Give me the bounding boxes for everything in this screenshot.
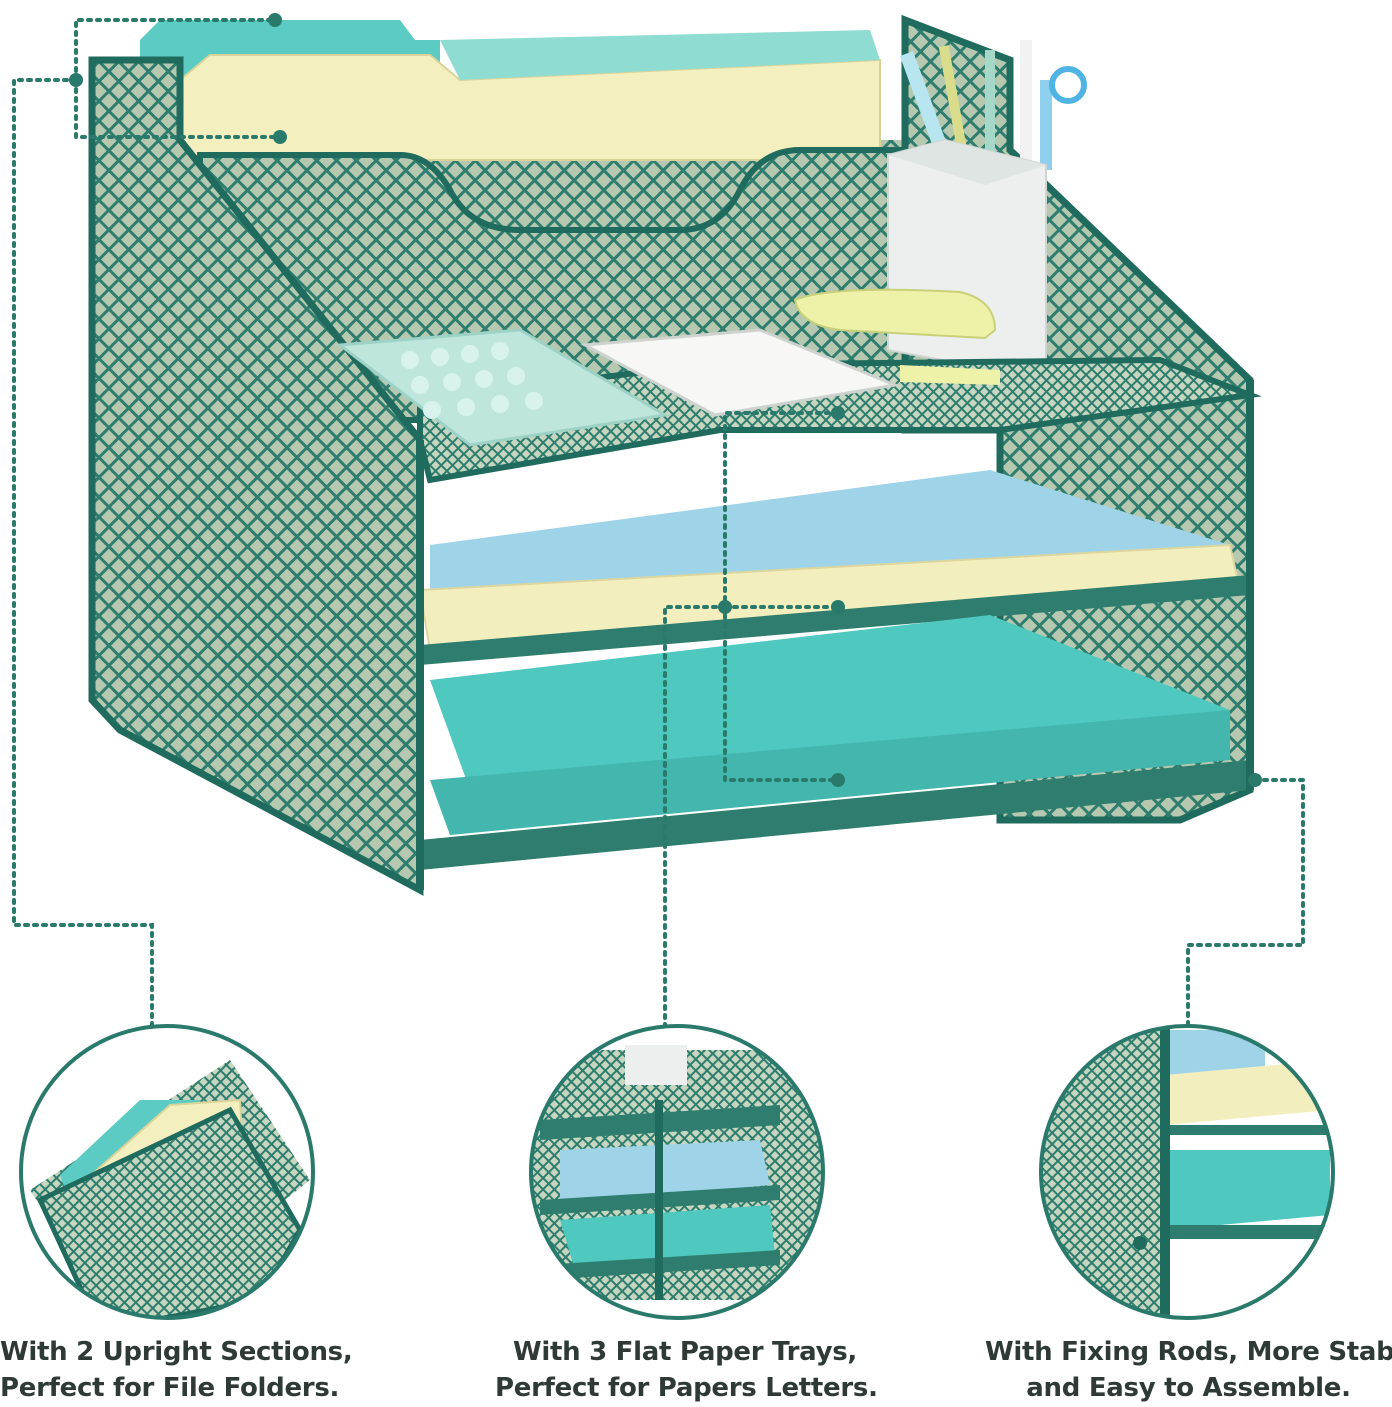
caption-line-1: With Fixing Rods, More Stable [985, 1337, 1392, 1367]
folder-back [440, 30, 880, 80]
desk-organizer [88, 14, 1262, 896]
caption-line-2: Perfect for Papers Letters. [495, 1373, 878, 1403]
calculator [336, 328, 670, 447]
stapler [793, 288, 1000, 385]
caption-line-2: and Easy to Assemble. [1026, 1373, 1351, 1403]
callout-lines [12, 18, 1305, 1027]
teal-paper [430, 615, 1230, 790]
caption-line-1: With 2 Upright Sections, [0, 1337, 353, 1367]
caption-line-2: Perfect for File Folders. [0, 1373, 340, 1403]
notepad [579, 328, 901, 417]
caption-line-1: With 3 Flat Paper Trays, [513, 1337, 857, 1367]
caption-fixing-rods: With Fixing Rods, More Stable and Easy t… [985, 1334, 1392, 1406]
callout-dots [69, 13, 1262, 787]
detail-circle-fixing-rods [1039, 1024, 1335, 1320]
bottom-tray [420, 760, 1250, 870]
detail-circle-flat-trays [529, 1024, 825, 1320]
caption-flat-trays: With 3 Flat Paper Trays, Perfect for Pap… [495, 1334, 878, 1406]
detail-circle-upright-sections [19, 1024, 315, 1320]
middle-tray [420, 575, 1250, 665]
pen-cup [887, 40, 1087, 370]
caption-upright-sections: With 2 Upright Sections, Perfect for Fil… [0, 1334, 353, 1406]
teal-paper-edge [430, 710, 1230, 835]
